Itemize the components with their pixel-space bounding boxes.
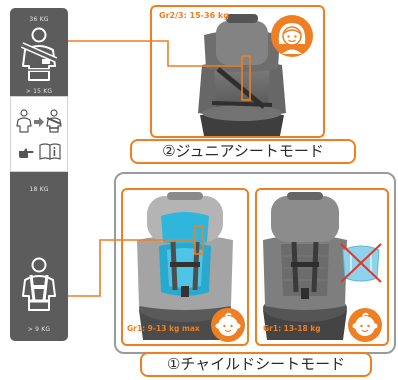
mid-weight-label: 18 KG xyxy=(29,186,49,193)
weight-range-strip: 36 KG > 15 KG xyxy=(10,8,68,341)
child-seat-with-insert-panel: Gr1: 9-13 kg max xyxy=(121,188,249,346)
junior-group-label: Gr2/3: 15-36 kg xyxy=(159,11,229,20)
child-mode-label: ①チャイルドシートモード xyxy=(140,352,372,377)
child-harness-icon xyxy=(22,257,56,311)
max-weight-label: 36 KG xyxy=(29,16,49,23)
insert-weight-label: Gr1: 9-13 kg max xyxy=(127,324,200,333)
upper-min-weight-label: > 15 KG xyxy=(25,88,53,95)
baby-face-icon xyxy=(211,308,245,342)
lower-min-weight-label: > 9 KG xyxy=(27,326,51,333)
child-seatbelt-icon xyxy=(20,27,58,81)
child-seatbelt-icon xyxy=(46,109,62,133)
junior-seat-panel: Gr2/3: 15-36 kg xyxy=(150,5,325,138)
junior-mode-label: ②ジュニアシートモード xyxy=(130,139,356,164)
baby-face-icon xyxy=(348,308,382,342)
child-seat-photo xyxy=(263,192,347,340)
child-seat-without-insert-panel: Gr1: 13-18 kg xyxy=(255,188,389,346)
arrow-right-icon xyxy=(34,117,44,127)
hand-pointing-icon xyxy=(19,148,34,158)
child-face-icon xyxy=(271,15,313,57)
manual-book-icon xyxy=(39,143,61,160)
insert-cushion-crossed-icon xyxy=(340,243,382,283)
child-icon xyxy=(16,109,32,133)
no-insert-weight-label: Gr1: 13-18 kg xyxy=(263,324,321,333)
mode-conversion-box xyxy=(10,96,68,172)
